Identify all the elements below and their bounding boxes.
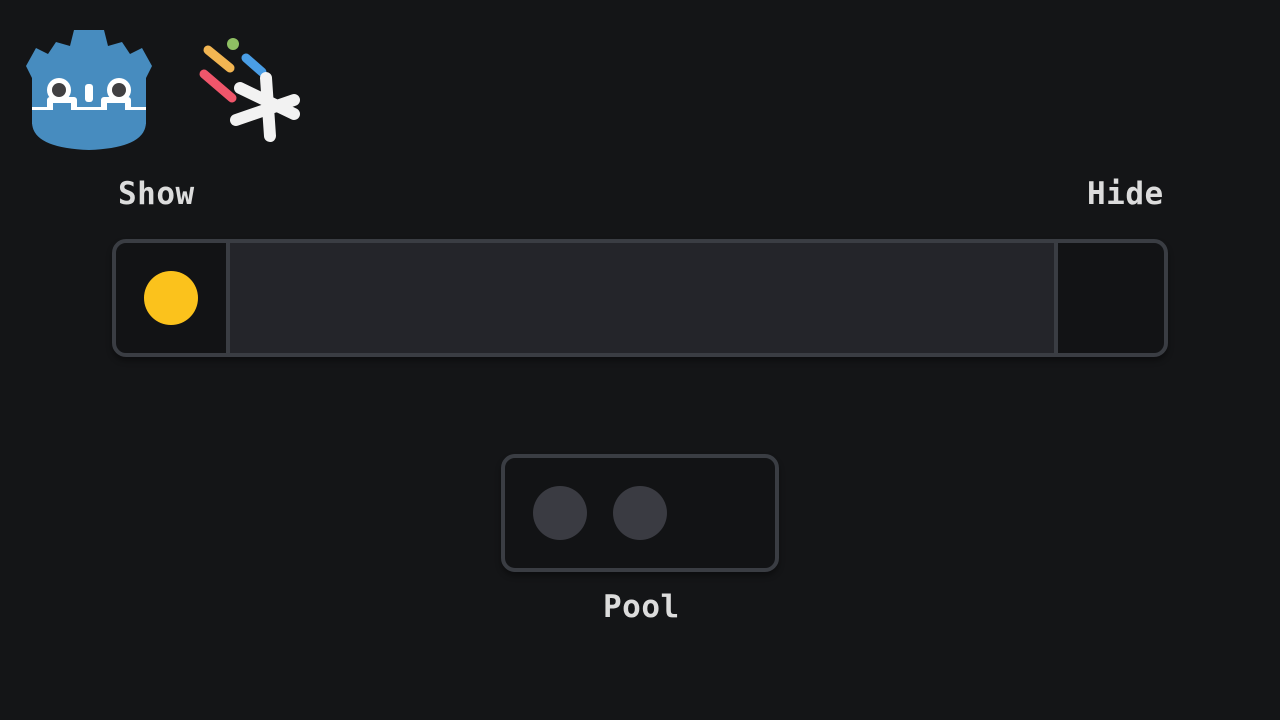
- pooled-ball[interactable]: [533, 486, 587, 540]
- hide-slot: [1054, 243, 1164, 353]
- show-label: Show: [118, 176, 195, 212]
- transit-area: [230, 243, 1054, 353]
- show-slot: [116, 243, 230, 353]
- slider-track[interactable]: [112, 239, 1168, 357]
- pool-label: Pool: [603, 589, 680, 625]
- godot-logo-icon: [22, 24, 156, 152]
- pool-container: [501, 454, 779, 572]
- sparkle-logo-icon: [196, 34, 306, 144]
- active-ball[interactable]: [144, 271, 198, 325]
- pooled-ball[interactable]: [613, 486, 667, 540]
- hide-label: Hide: [1087, 176, 1164, 212]
